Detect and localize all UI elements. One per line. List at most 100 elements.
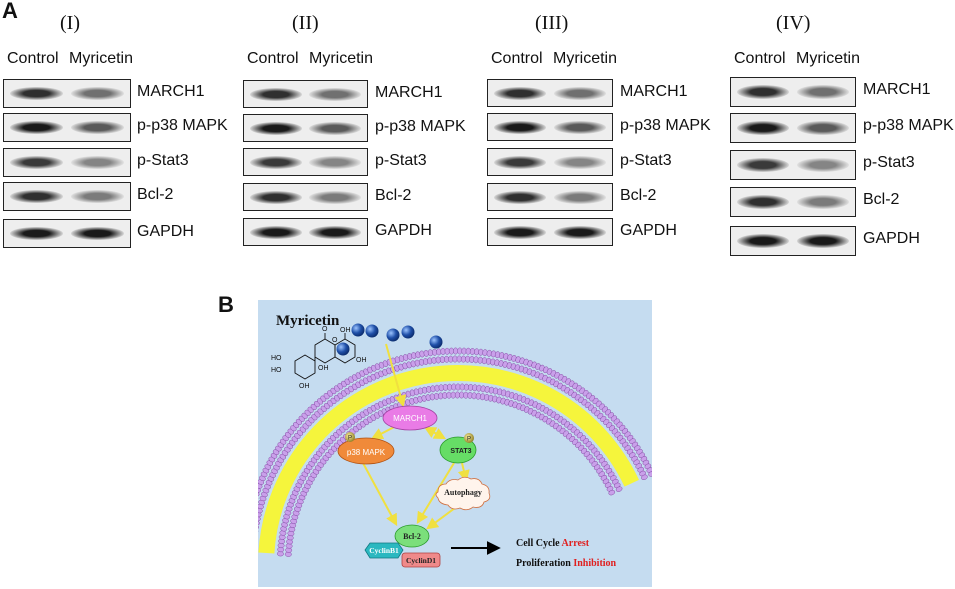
molecule-icon <box>401 325 415 339</box>
phospho-icon <box>464 433 474 443</box>
band-control <box>250 121 302 135</box>
band-myricetin <box>796 195 849 209</box>
blot-strip <box>487 148 613 176</box>
molecule-icon <box>365 324 379 338</box>
band-control <box>250 155 302 169</box>
phospho-icon <box>345 432 355 442</box>
membrane-core <box>258 365 639 554</box>
lane-label-control: Control <box>491 50 543 67</box>
lane-label-myricetin: Myricetin <box>309 50 374 67</box>
blot-strip <box>487 79 613 107</box>
compound-label: Myricetin <box>276 313 340 329</box>
molecule-icon <box>336 342 350 356</box>
protein-label: Bcl-2 <box>375 187 412 204</box>
chem-label-ho1: HO <box>271 355 282 362</box>
band-myricetin <box>70 86 124 101</box>
lipid-bead <box>450 391 456 399</box>
band-control <box>10 189 64 204</box>
myricetin-structure-icon <box>294 333 356 380</box>
lipid-bead <box>452 355 458 363</box>
band-control <box>737 195 790 209</box>
protein-label: p-p38 MAPK <box>620 117 711 134</box>
band-myricetin <box>553 155 606 169</box>
phospho-label: P <box>348 436 352 442</box>
lane-label-control: Control <box>7 50 59 67</box>
band-control <box>10 86 64 101</box>
lipid-bead <box>448 355 454 363</box>
protein-label: GAPDH <box>137 223 194 240</box>
band-myricetin <box>70 189 124 204</box>
blot-strip <box>3 182 131 211</box>
lipid-bead <box>448 347 454 355</box>
blot-strip <box>730 226 856 256</box>
group-numeral: (IV) <box>776 12 811 34</box>
chem-label-oh1: OH <box>299 383 310 390</box>
chem-label-ho2: HO <box>271 367 282 374</box>
band-myricetin <box>553 190 606 204</box>
node-cyclind1-label: CyclinD1 <box>406 556 436 565</box>
lipid-bead <box>453 347 459 355</box>
molecule-icon <box>386 328 400 342</box>
blot-strip <box>243 148 368 176</box>
band-control <box>737 121 790 135</box>
panel-b-letter: B <box>218 292 234 317</box>
protein-label: Bcl-2 <box>863 191 900 208</box>
group-numeral: (III) <box>535 12 569 34</box>
band-control <box>494 225 547 239</box>
lane-label-myricetin: Myricetin <box>796 50 861 67</box>
blot-strip <box>730 77 856 107</box>
node-stat3-label: STAT3 <box>450 448 471 455</box>
group-numeral: (II) <box>292 12 319 34</box>
chem-label-oh3: OH <box>356 357 367 364</box>
molecule-icon <box>351 323 365 337</box>
lane-label-myricetin: Myricetin <box>69 50 134 67</box>
band-myricetin <box>796 234 849 248</box>
lipid-bead <box>454 391 460 399</box>
lane-label-control: Control <box>247 50 299 67</box>
protein-label: Bcl-2 <box>137 186 174 203</box>
molecule-icon <box>429 335 443 349</box>
outcome-line2-black: Proliferation <box>516 558 571 569</box>
node-autophagy-label: Autophagy <box>444 488 482 497</box>
phospho-label: P <box>467 437 471 443</box>
blot-strip <box>487 183 613 211</box>
node-march1-label: MARCH1 <box>393 414 427 423</box>
arrow-march1-stat3 <box>423 426 447 440</box>
node-bcl2-label: Bcl-2 <box>403 532 421 541</box>
blot-strip <box>487 113 613 141</box>
node-cyclinb1-label: CyclinB1 <box>369 546 399 555</box>
band-myricetin <box>309 155 361 169</box>
band-control <box>250 87 302 101</box>
protein-label: GAPDH <box>620 222 677 239</box>
pathway-diagram: Myricetin HO HO OH OH OH O O OH M <box>258 300 652 587</box>
protein-label: p-Stat3 <box>375 152 427 169</box>
band-myricetin <box>553 120 606 134</box>
lipid-bead <box>641 474 648 480</box>
panel-a-letter: A <box>2 0 18 23</box>
chem-label-oh-mid: OH <box>318 365 329 372</box>
lipid-bead <box>457 347 463 355</box>
lipid-bead <box>451 383 457 391</box>
band-control <box>494 120 547 134</box>
lipid-bead <box>465 355 471 363</box>
band-control <box>250 225 302 239</box>
band-myricetin <box>70 120 124 135</box>
protein-label: p-Stat3 <box>863 154 915 171</box>
svg-text:Cell Cycle Arrest: Cell Cycle Arrest <box>516 538 590 549</box>
lipid-bead <box>465 347 471 355</box>
outcome-line1-black: Cell Cycle <box>516 538 560 549</box>
band-control <box>494 155 547 169</box>
lipid-bead <box>459 391 465 399</box>
lipid-bead <box>608 489 616 496</box>
band-control <box>737 234 790 248</box>
outcome-line1-red: Arrest <box>562 538 590 549</box>
band-myricetin <box>309 190 361 204</box>
lipid-bead <box>456 355 462 363</box>
band-myricetin <box>309 87 361 101</box>
outcome-line2-red: Inhibition <box>573 558 616 569</box>
blot-strip <box>243 183 368 211</box>
lipid-bead <box>258 520 260 526</box>
lipid-bead <box>615 486 623 492</box>
cell-membrane <box>258 347 652 557</box>
band-myricetin <box>309 225 361 239</box>
